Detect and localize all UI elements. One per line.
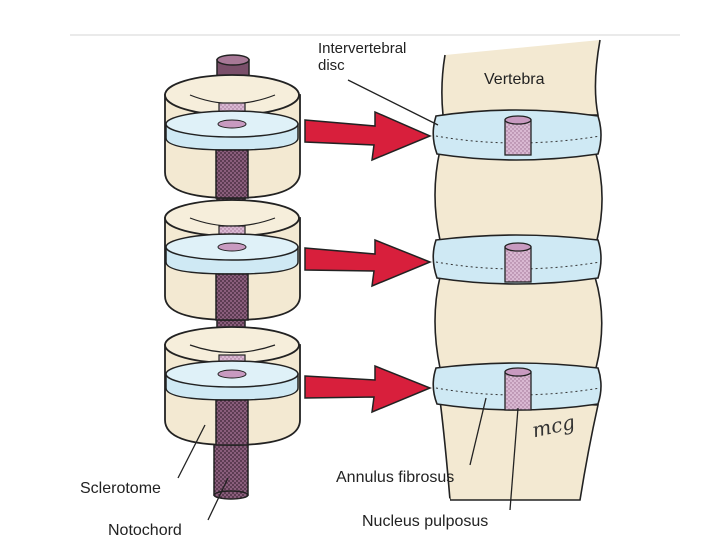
sclerotome-block-1: [164, 74, 301, 199]
leader-nucleus-pulposus: [509, 407, 519, 511]
sclerotome-block-3: [164, 326, 301, 446]
vertebral-column: [432, 39, 603, 502]
notochord-top-cap: [216, 54, 250, 66]
vertebra-1: [441, 39, 601, 116]
vertebra-2: [434, 149, 603, 241]
notochord-bottom: [213, 439, 249, 496]
leader-annulus-fibrosus: [469, 397, 487, 466]
arrows: [304, 110, 432, 414]
leader-lines: [177, 79, 519, 521]
label-nucleus-pulposus: Nucleus pulposus: [362, 513, 489, 530]
vertebra-4: [439, 399, 599, 501]
label-sclerotome: Sclerotome: [80, 480, 161, 497]
label-vertebra: Vertebra: [484, 71, 545, 88]
label-intervertebral-disc: Intervertebral disc: [318, 40, 407, 74]
leader-sclerotome: [177, 424, 206, 479]
arrow-1: [304, 110, 432, 162]
vertebra-3: [434, 276, 603, 369]
intervertebral-disc-3: [432, 362, 602, 411]
leader-notochord: [207, 477, 229, 521]
intervertebral-disc-2: [432, 234, 602, 285]
notochord-bottom-end: [213, 490, 249, 500]
arrow-3: [304, 364, 432, 414]
label-annulus-fibrosus: Annulus fibrosus: [336, 469, 455, 486]
sclerotome-stack: [164, 54, 301, 500]
intervertebral-disc-1: [432, 109, 602, 161]
sclerotome-block-2: [164, 199, 301, 321]
label-notochord: Notochord: [108, 522, 182, 539]
arrow-2: [304, 238, 432, 288]
leader-intervertebral-disc: [347, 79, 439, 126]
